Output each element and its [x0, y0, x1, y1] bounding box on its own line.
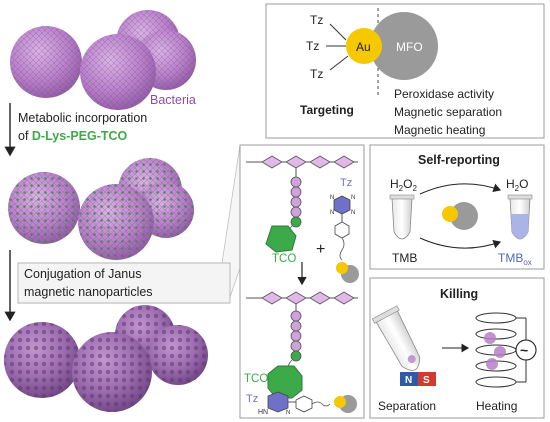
tmb-oxidation-arrow — [419, 237, 502, 249]
separation-tube — [371, 305, 421, 371]
n-label-4: N — [351, 210, 355, 216]
h2o2-h: H — [390, 177, 399, 191]
h2o-sub: 2 — [515, 184, 520, 193]
self-reporting-title: Self-reporting — [418, 153, 500, 167]
function-peroxidase: Peroxidase activity — [394, 87, 494, 101]
bacteria-cluster-tco-labeled — [8, 158, 194, 260]
bacteria-cluster-conjugated — [4, 305, 208, 412]
step2-text-line1: Conjugation of Janus — [24, 267, 141, 281]
function-separation: Magnetic separation — [394, 105, 502, 119]
janus-catalyst — [442, 202, 478, 230]
conjugate-product — [267, 365, 357, 413]
tube-right — [507, 194, 533, 240]
n-label-2: N — [351, 195, 355, 201]
tz-label-top: Tz — [340, 177, 352, 189]
tz-reagent-top — [333, 195, 359, 283]
step1-text-line2: of D-Lys-PEG-TCO — [18, 129, 128, 143]
step1-text-line1: Metabolic incorporation — [18, 111, 147, 125]
au-label: Au — [356, 40, 371, 54]
peptidoglycan-bottom — [246, 291, 358, 369]
magnet-s-label: S — [423, 375, 430, 386]
h2o2-sub2: 2 — [412, 184, 417, 193]
h2o-o: O — [519, 177, 528, 191]
heating-label: Heating — [476, 399, 517, 413]
step1-reagent: D-Lys-PEG-TCO — [32, 129, 128, 143]
ac-symbol: ~ — [520, 342, 528, 358]
step2-text-line2: magnetic nanoparticles — [24, 285, 153, 299]
n-label-3: N — [330, 210, 334, 216]
plus-sign: + — [316, 241, 325, 258]
tz-label-bottom: Tz — [246, 393, 258, 405]
h2o-label: H2O — [506, 177, 528, 193]
tmbox-sub: ox — [523, 258, 531, 267]
n-label-1: N — [330, 195, 334, 201]
n-label-5: N — [286, 410, 290, 416]
tube-left — [389, 194, 415, 240]
au-hemisphere — [346, 28, 382, 64]
step1-prefix: of — [18, 129, 32, 143]
tco-label-bottom: TCO — [244, 373, 268, 385]
conjugation-callout — [17, 144, 241, 304]
tco-ring-top — [265, 225, 297, 253]
magnet-n-label: N — [405, 375, 412, 386]
mfo-label: MFO — [396, 40, 423, 54]
tmbox-main: TMB — [498, 251, 523, 265]
hn-label: HN — [258, 409, 268, 416]
tz-label-2: Tz — [306, 39, 319, 53]
heating-coil — [475, 312, 537, 388]
tz-label-1: Tz — [310, 13, 323, 27]
function-heating: Magnetic heating — [394, 123, 485, 137]
ac-source-icon — [515, 339, 537, 361]
peptidoglycan-top — [246, 155, 358, 235]
h2o2-sub1: 2 — [399, 184, 404, 193]
h2o2-label: H2O2 — [390, 177, 417, 193]
killing-title: Killing — [440, 287, 478, 301]
bacteria-label: Bacteria — [150, 93, 196, 107]
tmb-label: TMB — [392, 251, 417, 265]
bacteria-cluster-top — [10, 10, 196, 110]
h2o2-o: O — [403, 177, 412, 191]
tco-label-top: TCO — [272, 253, 296, 265]
h2o-h: H — [506, 177, 515, 191]
mfo-hemisphere — [370, 12, 438, 80]
tmbox-label: TMBox — [498, 251, 532, 267]
targeting-label: Targeting — [300, 103, 354, 117]
tz-label-3: Tz — [310, 67, 323, 81]
separation-label: Separation — [378, 399, 436, 413]
magnet — [400, 372, 436, 386]
h2o2-conversion-arrow — [419, 183, 502, 195]
janus-particle — [326, 12, 438, 80]
